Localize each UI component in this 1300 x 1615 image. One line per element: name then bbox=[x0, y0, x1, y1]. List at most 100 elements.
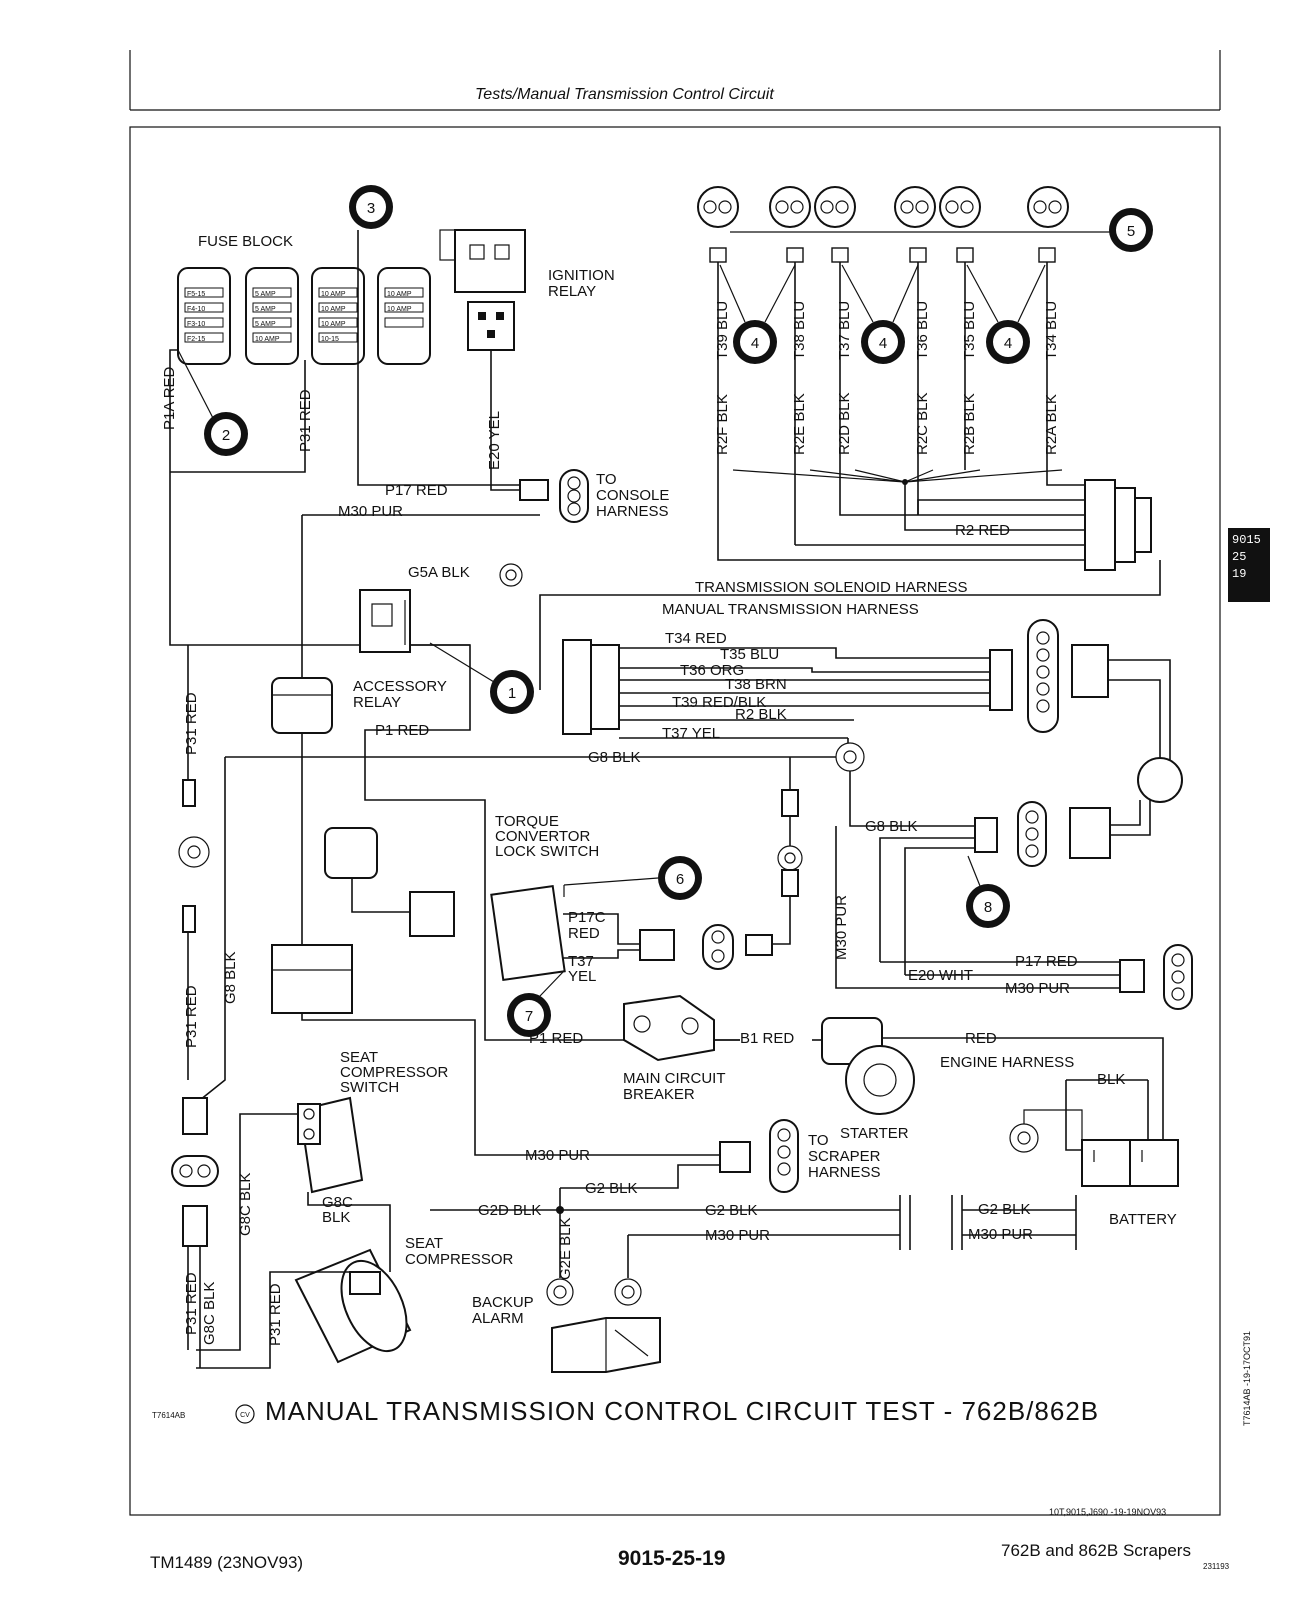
bulkhead-connector bbox=[271, 677, 333, 734]
wire-label: BLK bbox=[322, 1209, 350, 1226]
seat-compressor bbox=[294, 1248, 412, 1364]
seat-compressor-switch-label: COMPRESSOR bbox=[340, 1064, 449, 1081]
wire-label: G8 BLK bbox=[865, 818, 918, 835]
fuse-label: F2-15 bbox=[187, 336, 205, 343]
callout-4: 4 bbox=[861, 320, 905, 364]
wire-label: M30 PUR bbox=[968, 1226, 1033, 1243]
fuse-holder bbox=[311, 267, 365, 365]
wire-label: P17C bbox=[568, 909, 606, 926]
fuse-label: 10 AMP bbox=[321, 291, 346, 298]
svg-text:8: 8 bbox=[984, 899, 992, 916]
wire-label: E20 WHT bbox=[908, 967, 973, 984]
ground-terminal bbox=[835, 742, 865, 772]
wire-label: M30 PUR bbox=[1005, 980, 1070, 997]
footer-manual-id: TM1489 (23NOV93) bbox=[150, 1553, 304, 1572]
console-harness-connector bbox=[519, 469, 589, 523]
fuse-block-label: FUSE BLOCK bbox=[198, 233, 293, 250]
accessory-relay-label: ACCESSORY bbox=[353, 678, 447, 695]
fuse-block: F5-15 F4-10 F3-10 F2-15 5 AMP 5 AMP 5 AM… bbox=[177, 267, 431, 365]
seat-compressor-label: SEAT bbox=[405, 1235, 443, 1252]
wire-label: P31 RED bbox=[183, 1272, 200, 1335]
seat-compressor-switch bbox=[297, 1096, 364, 1194]
battery bbox=[1081, 1139, 1179, 1187]
callout-6: 6 bbox=[658, 856, 702, 900]
wire-label: M30 PUR bbox=[525, 1147, 590, 1164]
seat-compressor-switch-label: SEAT bbox=[340, 1049, 378, 1066]
plug-connector bbox=[1119, 959, 1145, 993]
footer-date: 231193 bbox=[1203, 1562, 1230, 1571]
ignition-relay-label: IGNITION bbox=[548, 267, 615, 284]
wire-label: P1 RED bbox=[375, 722, 429, 739]
wire-label: R2 BLK bbox=[735, 706, 787, 723]
wire-label: R2A BLK bbox=[1043, 394, 1060, 455]
wire-label: P1 RED bbox=[529, 1030, 583, 1047]
svg-text:4: 4 bbox=[879, 335, 887, 352]
section-tab-line: 19 bbox=[1232, 567, 1247, 581]
accessory-relay-label: RELAY bbox=[353, 694, 401, 711]
plug-connector bbox=[719, 1141, 751, 1173]
figure-mark: CV bbox=[240, 1412, 250, 1419]
plug-connector bbox=[745, 934, 773, 956]
console-harness-label: HARNESS bbox=[596, 503, 669, 520]
callout-4: 4 bbox=[986, 320, 1030, 364]
wire-label: T34 BLU bbox=[1043, 301, 1060, 360]
svg-text:1: 1 bbox=[508, 685, 516, 702]
manual-transmission-harness-label: MANUAL TRANSMISSION HARNESS bbox=[662, 601, 919, 618]
engine-harness-label: ENGINE HARNESS bbox=[940, 1054, 1074, 1071]
round-connector bbox=[171, 1155, 219, 1187]
wire-label: G2 BLK bbox=[705, 1202, 758, 1219]
console-harness-label: CONSOLE bbox=[596, 487, 669, 504]
wire-label: R2D BLK bbox=[836, 392, 853, 455]
plug-connector bbox=[182, 1205, 208, 1247]
fuse-label: 10-15 bbox=[321, 336, 339, 343]
round-connector bbox=[702, 924, 734, 970]
bulkhead-connector bbox=[271, 944, 353, 1014]
fuse-label: 10 AMP bbox=[387, 291, 412, 298]
round-connector bbox=[769, 1119, 799, 1193]
svg-text:5: 5 bbox=[1127, 223, 1135, 240]
callout-1: 1 bbox=[490, 670, 534, 714]
fuse-label: 5 AMP bbox=[255, 306, 276, 313]
scraper-harness-label: SCRAPER bbox=[808, 1148, 881, 1165]
page-header-title: Tests/Manual Transmission Control Circui… bbox=[475, 86, 774, 103]
ground-terminal bbox=[777, 845, 803, 871]
backup-alarm bbox=[551, 1317, 661, 1373]
svg-text:4: 4 bbox=[751, 335, 759, 352]
wire-label: R2E BLK bbox=[791, 393, 808, 455]
wire-label: R2 RED bbox=[955, 522, 1010, 539]
ignition-relay bbox=[439, 229, 526, 390]
wire-label: RED bbox=[965, 1030, 997, 1047]
svg-text:6: 6 bbox=[676, 871, 684, 888]
wire-label: P31 RED bbox=[183, 985, 200, 1048]
figure-id: T7614AB bbox=[152, 1411, 185, 1420]
wire-label: G5A BLK bbox=[408, 564, 470, 581]
diagram-title: MANUAL TRANSMISSION CONTROL CIRCUIT TEST… bbox=[265, 1396, 1099, 1426]
callout-8: 8 bbox=[966, 884, 1010, 928]
seat-compressor-switch-label: SWITCH bbox=[340, 1079, 399, 1096]
wire-label: T39 RED/BLK bbox=[672, 694, 766, 711]
plug-connector bbox=[409, 891, 455, 937]
svg-text:7: 7 bbox=[525, 1008, 533, 1025]
solenoid-harness-connector bbox=[1084, 479, 1152, 571]
wire-label: B1 RED bbox=[740, 1030, 794, 1047]
diagram-frame bbox=[129, 126, 1221, 1516]
callout-4: 4 bbox=[733, 320, 777, 364]
svg-text:4: 4 bbox=[1004, 335, 1012, 352]
wire-label: G2 BLK bbox=[978, 1201, 1031, 1218]
wire-label: T38 BLU bbox=[791, 301, 808, 360]
svg-text:2: 2 bbox=[222, 427, 230, 444]
footer-machine: 762B and 862B Scrapers bbox=[1001, 1541, 1191, 1560]
accessory-relay bbox=[359, 589, 411, 653]
wire-label: P31 RED bbox=[183, 692, 200, 755]
wire-label: G8C BLK bbox=[201, 1282, 218, 1345]
transmission-solenoid-harness-label: TRANSMISSION SOLENOID HARNESS bbox=[695, 579, 968, 596]
footer-page-number: 9015-25-19 bbox=[618, 1547, 726, 1570]
main-circuit-breaker-label: MAIN CIRCUIT bbox=[623, 1070, 726, 1087]
section-tab-line: 9015 bbox=[1232, 533, 1261, 547]
fuse-label: 10 AMP bbox=[255, 336, 280, 343]
torque-converter-lock-switch bbox=[490, 884, 566, 982]
plug-connector bbox=[639, 929, 675, 961]
wire-label: T38 BRN bbox=[725, 676, 787, 693]
main-circuit-breaker-label: BREAKER bbox=[623, 1086, 695, 1103]
